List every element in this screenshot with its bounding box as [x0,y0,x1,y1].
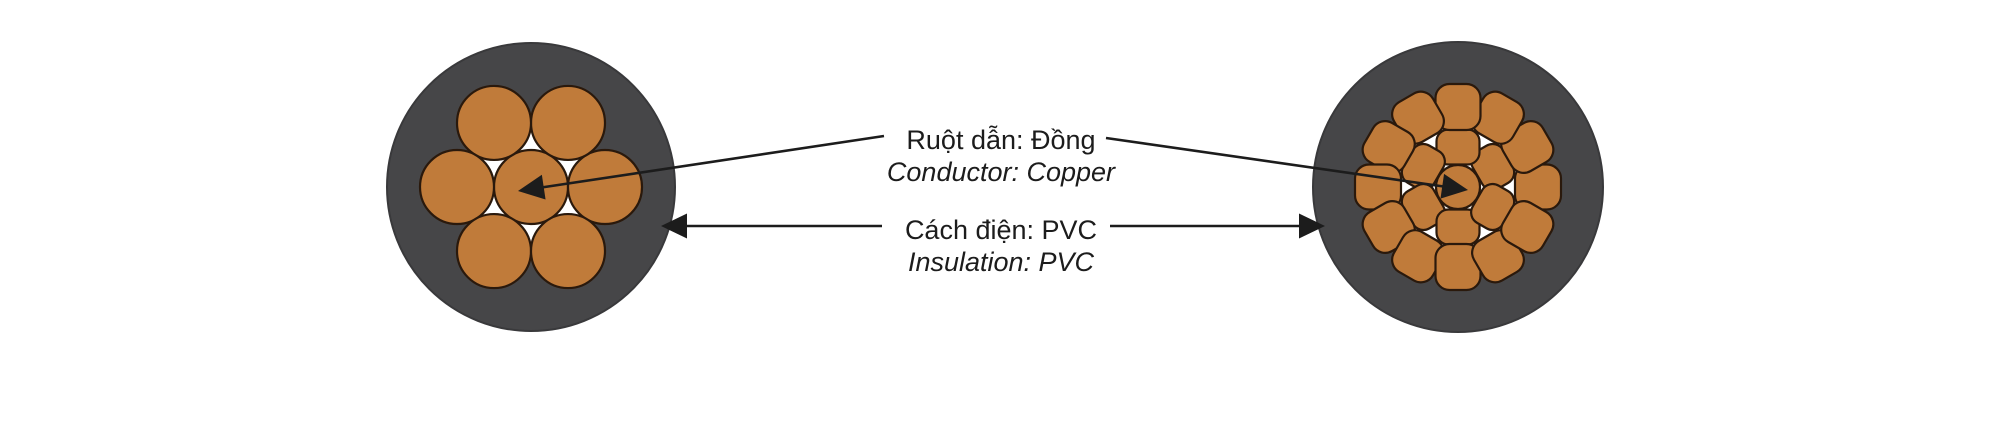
callout-labels: Ruột dẫn: Đồng Conductor: Copper Cách đi… [887,124,1116,277]
copper-strand [418,148,496,226]
copper-strand [455,84,533,162]
arrow-line-conductor-to-right-cable [1105,136,1447,189]
label-conductor-vi: Ruột dẫn: Đồng [906,124,1095,155]
arrow-head-conductor-to-left-cable [518,174,546,200]
copper-strand [566,148,644,226]
arrow-head-insulation-to-left-cable [661,213,687,239]
arrow-head-conductor-to-right-cable [1440,173,1468,199]
copper-strand [529,212,607,290]
callout-arrows [518,134,1468,239]
arrow-head-insulation-to-right-cable [1299,213,1325,239]
copper-strand [455,212,533,290]
copper-strand [1500,200,1555,254]
label-conductor-en: Conductor: Copper [887,157,1116,187]
cable-left [386,42,676,332]
arrow-line-conductor-to-left-cable [539,134,885,190]
label-insulation-vi: Cách điện: PVC [905,215,1097,245]
label-insulation-en: Insulation: PVC [908,247,1095,277]
copper-strand [529,84,607,162]
